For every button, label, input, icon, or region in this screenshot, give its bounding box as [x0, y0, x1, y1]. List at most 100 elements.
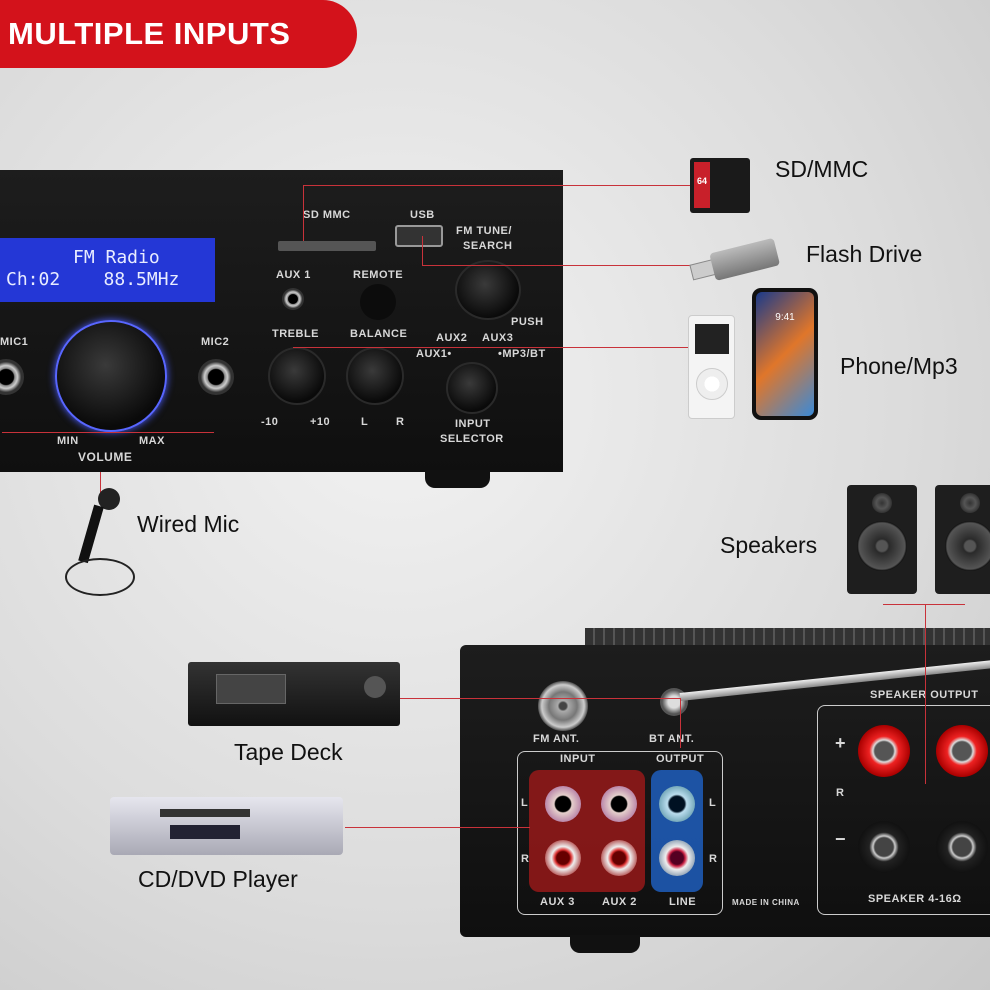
plus-label: + [835, 733, 847, 753]
speaker-impedance-label: SPEAKER 4-16Ω [868, 893, 962, 905]
aux2-left-jack[interactable] [601, 786, 637, 822]
amplifier-front-panel: FM Radio Ch:02 88.5MHz SD MMC USB FM TUN… [0, 170, 563, 472]
flash-drive-callout: Flash Drive [806, 241, 923, 267]
r-label: R [836, 787, 845, 799]
treble-knob[interactable] [268, 347, 326, 405]
volume-label: VOLUME [78, 450, 133, 464]
push-label: PUSH [511, 316, 544, 328]
sd-card-slot [278, 241, 376, 251]
line-out-left-jack[interactable] [659, 786, 695, 822]
lcd-line-1: FM Radio [73, 247, 160, 268]
fm-antenna-connector[interactable] [538, 681, 588, 731]
input-r-label: R [521, 853, 530, 865]
aux1-selector-label: AUX1• [416, 348, 452, 360]
cd-dvd-player-icon [110, 797, 343, 855]
balance-knob[interactable] [346, 347, 404, 405]
amplifier-back-panel: FM ANT. BT ANT. INPUT OUTPUT L R L R AUX… [460, 645, 990, 937]
mic-connector-line [2, 432, 214, 433]
output-label: OUTPUT [656, 753, 705, 765]
amplifier-foot [425, 470, 490, 488]
balance-label: BALANCE [350, 328, 408, 340]
tape-connector-line-v [680, 698, 681, 748]
input-output-frame [517, 751, 723, 915]
treble-label: TREBLE [272, 328, 319, 340]
balance-l-label: L [361, 416, 369, 428]
cd-connector-line [345, 827, 530, 828]
back-foot [570, 935, 640, 953]
phone-mp3-callout: Phone/Mp3 [840, 353, 958, 379]
minus-label: − [835, 829, 847, 849]
mp3-player-icon [688, 315, 735, 419]
remote-sensor [360, 284, 396, 320]
sd-connector-line-v [303, 185, 304, 241]
speaker-terminal-black-1[interactable] [858, 821, 910, 873]
bt-ant-label: BT ANT. [649, 733, 695, 745]
aux3-label: AUX 3 [540, 896, 575, 908]
aux2-label: AUX2 [436, 332, 468, 344]
wired-mic-callout: Wired Mic [137, 511, 240, 537]
usb-connector-line-v [422, 236, 423, 266]
tape-deck-callout: Tape Deck [234, 739, 343, 765]
usb-port [395, 225, 443, 247]
speakers-callout: Speakers [720, 532, 818, 558]
fm-tune-label: FM TUNE/ [456, 225, 512, 237]
speaker-terminal-red-2[interactable] [936, 725, 988, 777]
mp3-bt-label: •MP3/BT [498, 348, 546, 360]
aux2-right-jack[interactable] [601, 840, 637, 876]
sd-connector-line [303, 185, 690, 186]
mic2-label: MIC2 [201, 336, 230, 348]
treble-max-label: +10 [310, 416, 331, 428]
aux3-label: AUX3 [482, 332, 514, 344]
input-label: INPUT [560, 753, 596, 765]
fm-ant-label: FM ANT. [533, 733, 580, 745]
selector-label: SELECTOR [440, 433, 504, 445]
phone-time: 9:41 [756, 292, 814, 416]
input-l-label: L [521, 797, 529, 809]
treble-min-label: -10 [261, 416, 279, 428]
sd-card-icon: 64 [690, 158, 750, 213]
speaker-connector-line-v [925, 604, 926, 784]
speaker-connector-line [883, 604, 965, 605]
speaker-terminal-black-2[interactable] [936, 821, 988, 873]
remote-label: REMOTE [353, 269, 404, 281]
search-label: SEARCH [463, 240, 513, 252]
aux3-left-jack[interactable] [545, 786, 581, 822]
tape-deck-icon [188, 662, 400, 726]
balance-r-label: R [396, 416, 405, 428]
aux1-label: AUX 1 [276, 269, 311, 281]
output-l-label: L [709, 797, 717, 809]
output-r-label: R [709, 853, 718, 865]
sd-card-capacity: 64 [694, 162, 710, 208]
made-in-china-label: MADE IN CHINA [732, 898, 800, 907]
usb-connector-line [422, 265, 690, 266]
aux2-label: AUX 2 [602, 896, 637, 908]
mic-connector-line-v [100, 472, 101, 496]
input-label: INPUT [455, 418, 491, 430]
flash-drive-icon [688, 237, 781, 286]
volume-max-label: MAX [139, 435, 165, 447]
speaker-output-label: SPEAKER OUTPUT [870, 689, 979, 701]
tape-connector-line [400, 698, 680, 699]
aux3-right-jack[interactable] [545, 840, 581, 876]
line-out-right-jack[interactable] [659, 840, 695, 876]
chassis-top [585, 628, 990, 648]
line-label: LINE [669, 896, 697, 908]
aux-connector-line [293, 347, 688, 348]
phone-icon: 9:41 [752, 288, 818, 420]
usb-label: USB [410, 209, 435, 221]
mic1-label: MIC1 [0, 336, 29, 348]
wired-mic-icon [60, 488, 135, 603]
speaker-output-frame [817, 705, 990, 915]
speaker-terminal-red-1[interactable] [858, 725, 910, 777]
cd-dvd-player-callout: CD/DVD Player [138, 866, 298, 892]
volume-knob[interactable] [55, 320, 167, 432]
input-selector-knob[interactable] [446, 362, 498, 414]
fm-tune-knob[interactable] [455, 260, 521, 320]
sd-mmc-label: SD MMC [303, 209, 351, 221]
lcd-display: FM Radio Ch:02 88.5MHz [0, 238, 215, 302]
mic2-jack [198, 359, 234, 395]
mic1-jack [0, 359, 24, 395]
volume-min-label: MIN [57, 435, 79, 447]
multiple-inputs-banner: MULTIPLE INPUTS [0, 0, 357, 68]
speaker-right-icon [935, 485, 990, 594]
